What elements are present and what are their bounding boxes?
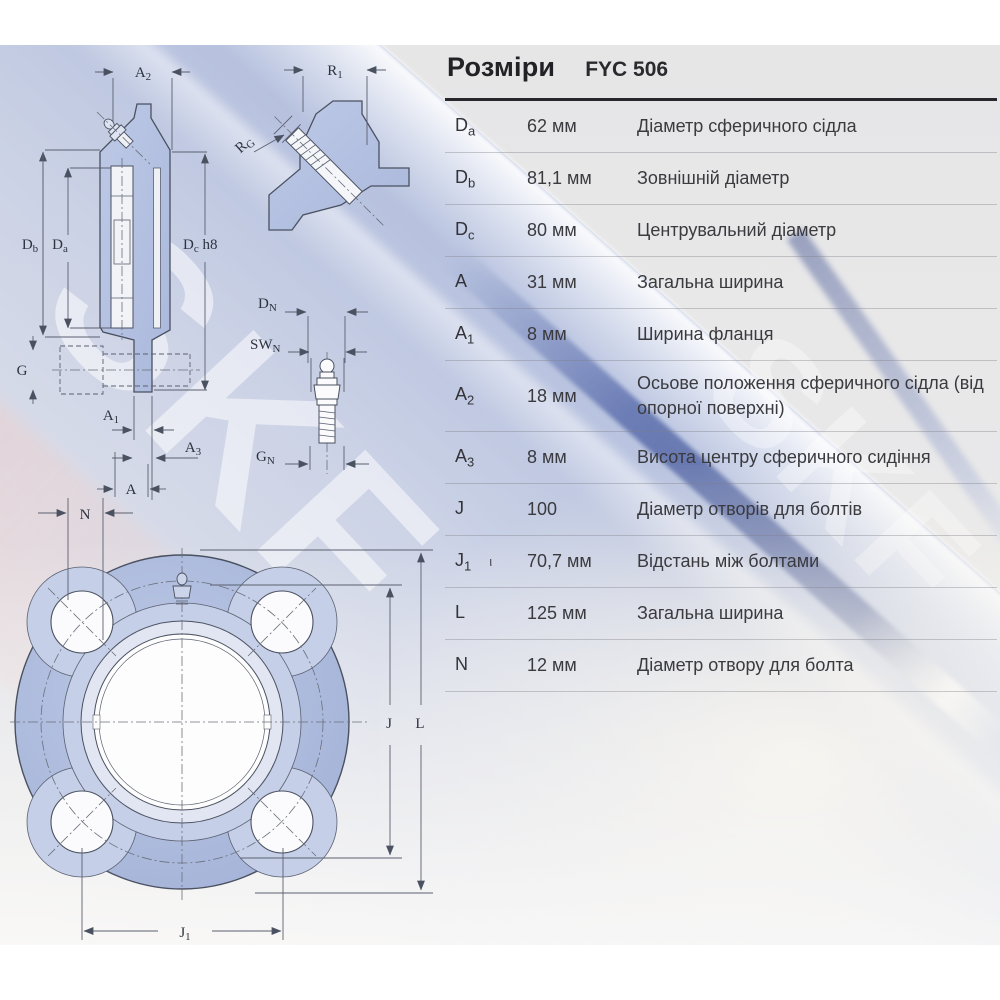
dim-symbol: N (455, 653, 468, 674)
table-row: A2 18 мм Осьове положення сферичного сід… (445, 361, 997, 433)
dim-symbol: Da (455, 114, 476, 139)
dim-description: Висота центру сферичного сидіння (637, 447, 931, 468)
dim-label-dc-h8: Dc h8 (183, 237, 217, 255)
dim-label-swn: SWN (250, 337, 281, 355)
dim-label-n: N (80, 507, 91, 523)
dim-label-da: Da (52, 237, 68, 255)
table-row: Dc 80 мм Центрувальний діаметр (445, 205, 997, 257)
dim-label-r1: R1 (327, 63, 343, 81)
dim-symbol: A (455, 270, 468, 291)
dim-value: 62 мм (527, 115, 577, 136)
table-row: Da 62 мм Діаметр сферичного сідла (445, 101, 997, 153)
dimensions-table: Розміри FYC 506 Da 62 мм Діаметр сферичн… (445, 52, 997, 693)
grease-nipple-icon (172, 572, 192, 605)
dim-label-a3: A3 (185, 440, 202, 458)
dim-value: 81,1 мм (527, 167, 592, 188)
dim-label-j: J (386, 716, 392, 732)
dim-value: 8 мм (527, 323, 567, 344)
dim-description: Відстань між болтами (637, 551, 820, 572)
dim-value: 80 мм (527, 219, 577, 240)
dim-label-a1: A1 (103, 408, 119, 426)
dim-label-a2: A2 (135, 65, 151, 83)
cross-section-view: A2 Db Da Dc h8 G (17, 65, 217, 500)
dim-value: 100 (527, 499, 558, 520)
dim-symbol: A1 (455, 322, 475, 347)
dim-symbol: L (455, 601, 466, 622)
dim-label-db: Db (22, 237, 39, 255)
technical-drawings: A2 Db Da Dc h8 G (10, 63, 433, 943)
dim-description: Зовнішній діаметр (637, 167, 790, 188)
table-row: J 100 Діаметр отворів для болтів (445, 484, 997, 537)
table-row: Db 81,1 мм Зовнішній діаметр (445, 153, 997, 205)
dim-value: 70,7 мм (527, 551, 592, 572)
dim-description: Осьове положення сферичного сідла (від о… (637, 373, 984, 419)
dim-symbol: Dc (455, 218, 475, 243)
dim-value: 31 мм (527, 271, 577, 292)
dim-symbol: Db (455, 166, 476, 191)
dim-description: Діаметр отворів для болтів (637, 499, 863, 520)
flange-front-view: N J L J1 (10, 498, 433, 943)
stray-mark: ι (489, 553, 493, 569)
dim-label-gn: GN (256, 449, 275, 467)
table-header: Розміри FYC 506 (445, 52, 997, 83)
table-row: A3 8 мм Висота центру сферичного сидіння (445, 432, 997, 485)
dim-label-g: G (17, 363, 28, 379)
model-designation: FYC 506 (585, 58, 669, 81)
dim-value: 125 мм (527, 603, 587, 624)
dim-symbol: J (455, 497, 464, 518)
dim-label-rg: RG (232, 133, 257, 158)
dim-description: Діаметр отвору для болта (637, 655, 854, 676)
dim-symbol: A2 (455, 384, 475, 408)
dim-label-a: A (126, 482, 137, 498)
page-title: Розміри (447, 52, 556, 82)
dim-value: 8 мм (527, 447, 567, 468)
header-rule (445, 98, 997, 101)
dim-symbol: A3 (455, 445, 475, 470)
table-row: A1 8 мм Ширина фланця (445, 309, 997, 361)
table-row: L 125 мм Загальна ширина (445, 588, 997, 641)
dim-value: 18 мм (527, 385, 577, 406)
dim-description: Ширина фланця (637, 323, 774, 344)
table-row: N 12 мм Діаметр отвору для болта (445, 640, 997, 693)
dim-description: Діаметр сферичного сідла (637, 115, 857, 136)
dashed-bolt (52, 345, 200, 395)
dim-description: Загальна ширина (637, 603, 784, 624)
dim-label-j1: J1 (179, 925, 190, 943)
dim-description: Центрувальний діаметр (637, 219, 837, 240)
dim-label-l: L (415, 716, 424, 732)
dim-label-dn: DN (258, 296, 277, 314)
table-row: A 31 мм Загальна ширина (445, 257, 997, 309)
dim-value: 12 мм (527, 655, 577, 676)
grease-hole-detail-view: R1 RG (232, 63, 410, 231)
grease-nipple-detail-view: DN SWN GN (250, 296, 369, 474)
dim-description: Загальна ширина (637, 271, 784, 292)
